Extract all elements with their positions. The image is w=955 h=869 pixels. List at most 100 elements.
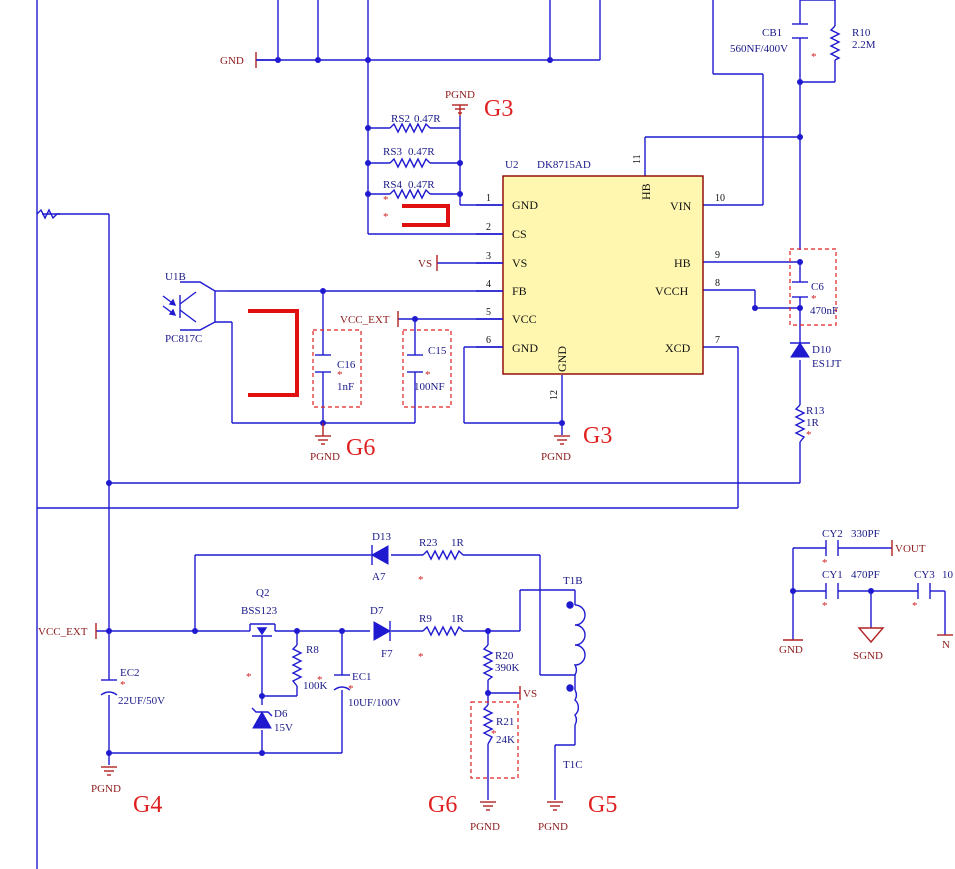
ic-pin12-name: GND [555,346,569,372]
d13-ref: D13 [372,531,391,543]
ic-pin9-name: HB [674,256,691,270]
ic-pin5-num: 5 [486,307,491,318]
net-pgnd-ec2: PGND [91,783,121,795]
t1b-ref: T1B [563,575,583,587]
rs2-value: 0.47R [414,113,441,125]
ic-pin8-num: 8 [715,278,720,289]
rs2-symbol [389,122,431,134]
d10-ref: D10 [812,344,831,356]
cy3-value: 10 [942,569,954,581]
ic-pin11-num: 11 [632,154,643,164]
ic-pin2-name: CS [512,227,527,241]
r21-symbol [482,704,494,745]
svg-text:*: * [912,600,918,612]
ic-pin2-num: 2 [486,222,491,233]
cy1-ref: CY1 [822,569,843,581]
ec1-value: 10UF/100V [348,697,401,709]
rs4-symbol [389,188,431,200]
optocoupler-u1b [162,281,216,331]
r9-symbol [422,625,464,637]
net-pgnd-c16: PGND [310,451,340,463]
svg-text:*: * [811,51,817,63]
r8-value: 100K [303,680,328,692]
svg-text:*: * [418,651,424,663]
ic-pin1-name: GND [512,198,538,212]
r20-value: 390K [495,662,520,674]
svg-text:*: * [317,674,323,686]
net-pgnd-t1c: PGND [538,821,568,833]
r23-ref: R23 [419,537,438,549]
d13-value: A7 [372,571,386,583]
rs2-ref: RS2 [391,113,410,125]
c16-ref: C16 [337,359,356,371]
r10-symbol [829,25,841,61]
ground-symbols [95,52,953,811]
r10-ref: R10 [852,27,871,39]
cy1-value: 470PF [851,569,880,581]
transformer-windings [566,601,586,726]
ic-pin3-name: VS [512,256,527,270]
group-g5: G5 [588,792,617,818]
u1b-value: PC817C [165,333,202,345]
svg-text:*: * [822,557,828,569]
ic-part: DK8715AD [537,159,591,171]
net-sgnd: SGND [853,650,883,662]
svg-text:*: * [418,574,424,586]
d7-ref: D7 [370,605,384,617]
q2-value: BSS123 [241,605,278,617]
labels: GND PGND G3 RS2 0.47R RS3 0.47R RS4 0.47… [38,27,954,833]
junctions [106,57,874,756]
rs3-symbol [389,157,431,169]
c15-ref: C15 [428,345,447,357]
t1c-ref: T1C [563,759,583,771]
group-g3-top: G3 [484,96,513,122]
c6-value: 470nF [810,305,838,317]
ic-pin3-num: 3 [486,251,491,262]
ic-u2[interactable]: U2 DK8715AD GND CS VS FB VCC GND 1 2 3 4… [476,154,725,400]
capacitors [100,23,931,696]
r8-ref: R8 [306,644,319,656]
net-vout: VOUT [895,543,926,555]
r8-symbol [291,644,303,687]
r13-ref: R13 [806,405,825,417]
ic-pin1-num: 1 [486,193,491,204]
svg-text:*: * [822,600,828,612]
ic-pin4-num: 4 [486,279,491,290]
rs4-ref: RS4 [383,179,402,191]
ic-pin11-name: HB [639,183,653,200]
svg-text:*: * [348,683,354,695]
ec2-ref: EC2 [120,667,140,679]
net-vcc-ext-left: VCC_EXT [38,626,88,638]
d7-symbol [373,621,392,641]
annotations [248,204,837,779]
net-pgnd-g3-top: PGND [445,89,475,101]
d7-value: F7 [381,648,393,660]
group-g6-bottom: G6 [428,792,457,818]
ic-pin6-name: GND [512,341,538,355]
c16-value: 1nF [337,381,354,393]
q2-mosfet [240,623,276,650]
ic-pin9-num: 9 [715,250,720,261]
c6-ref: C6 [811,281,824,293]
ic-pin8-name: VCCH [655,284,689,298]
r23-value: 1R [451,537,465,549]
r9-ref: R9 [419,613,432,625]
ic-pin6-num: 6 [486,335,491,346]
net-pgnd-r21: PGND [470,821,500,833]
r10-value: 2.2M [852,39,876,51]
ec1-ref: EC1 [352,671,372,683]
svg-text:*: * [246,671,252,683]
r13-value: 1R [806,417,820,429]
cb1-value: 560NF/400V [730,43,788,55]
net-n: N [942,639,950,651]
svg-text:*: * [425,369,431,381]
ic-ref: U2 [505,159,518,171]
svg-text:*: * [806,429,812,441]
group-g4: G4 [133,792,162,818]
net-gnd-top: GND [220,55,244,67]
cb1-ref: CB1 [762,27,782,39]
c15-value: 100NF [414,381,445,393]
group-g6-c16: G6 [346,435,375,461]
r20-ref: R20 [495,650,514,662]
